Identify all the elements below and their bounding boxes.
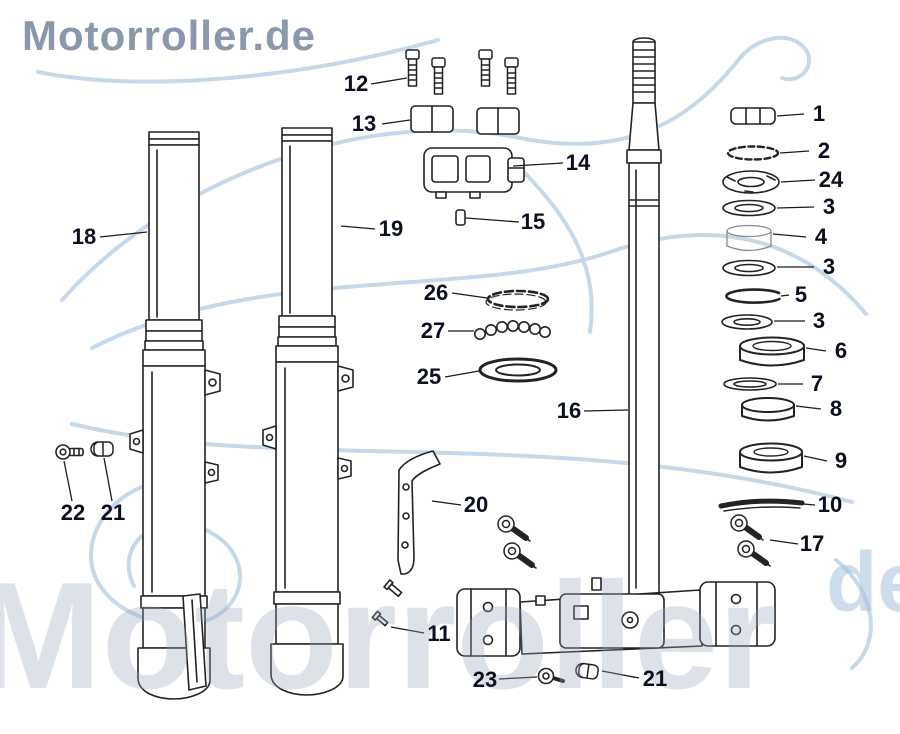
lower-triple-clamp [456,577,776,657]
washer-3-upper [722,199,776,217]
fork-leg-right [262,127,354,696]
parts-drawing [55,37,805,700]
fork-leg-left [129,131,221,700]
bearing-race-6 [739,336,805,367]
wave-washer-2 [726,145,780,161]
circlip-5 [725,288,781,304]
clip-21 [574,661,600,681]
bolt-12 [504,57,519,95]
bearing-cover-24 [722,170,780,194]
bolt-22 [55,444,84,460]
screw-11 [383,579,403,598]
dust-seal-10 [718,498,805,512]
bolt-12 [431,57,446,95]
pinch-bolt-left [504,543,536,568]
washer-3-lower [721,314,773,330]
screw-11 [371,610,389,627]
pinch-bolt-left [498,516,530,541]
washer-7 [723,377,777,391]
pinch-bolt-17 [731,515,763,540]
bearing-9 [739,442,803,474]
clamp-part-14 [423,147,525,199]
bracket-20 [397,450,441,575]
sleeve-4 [726,224,772,252]
clip-21 [90,441,114,457]
bolt-23 [537,667,565,685]
leader-lines [63,77,828,680]
pinch-bolt-17 [738,541,770,566]
wave-washer-26 [485,289,550,311]
seal-25 [478,357,558,383]
race-8 [741,397,795,422]
steering-nut-1 [730,107,776,125]
steering-stem-16 [626,37,662,596]
bolt-12 [478,49,493,87]
ball-retainer-27 [473,319,551,340]
washer-3-middle [722,259,776,277]
pin-15 [455,209,466,226]
bolt-12 [405,49,420,87]
